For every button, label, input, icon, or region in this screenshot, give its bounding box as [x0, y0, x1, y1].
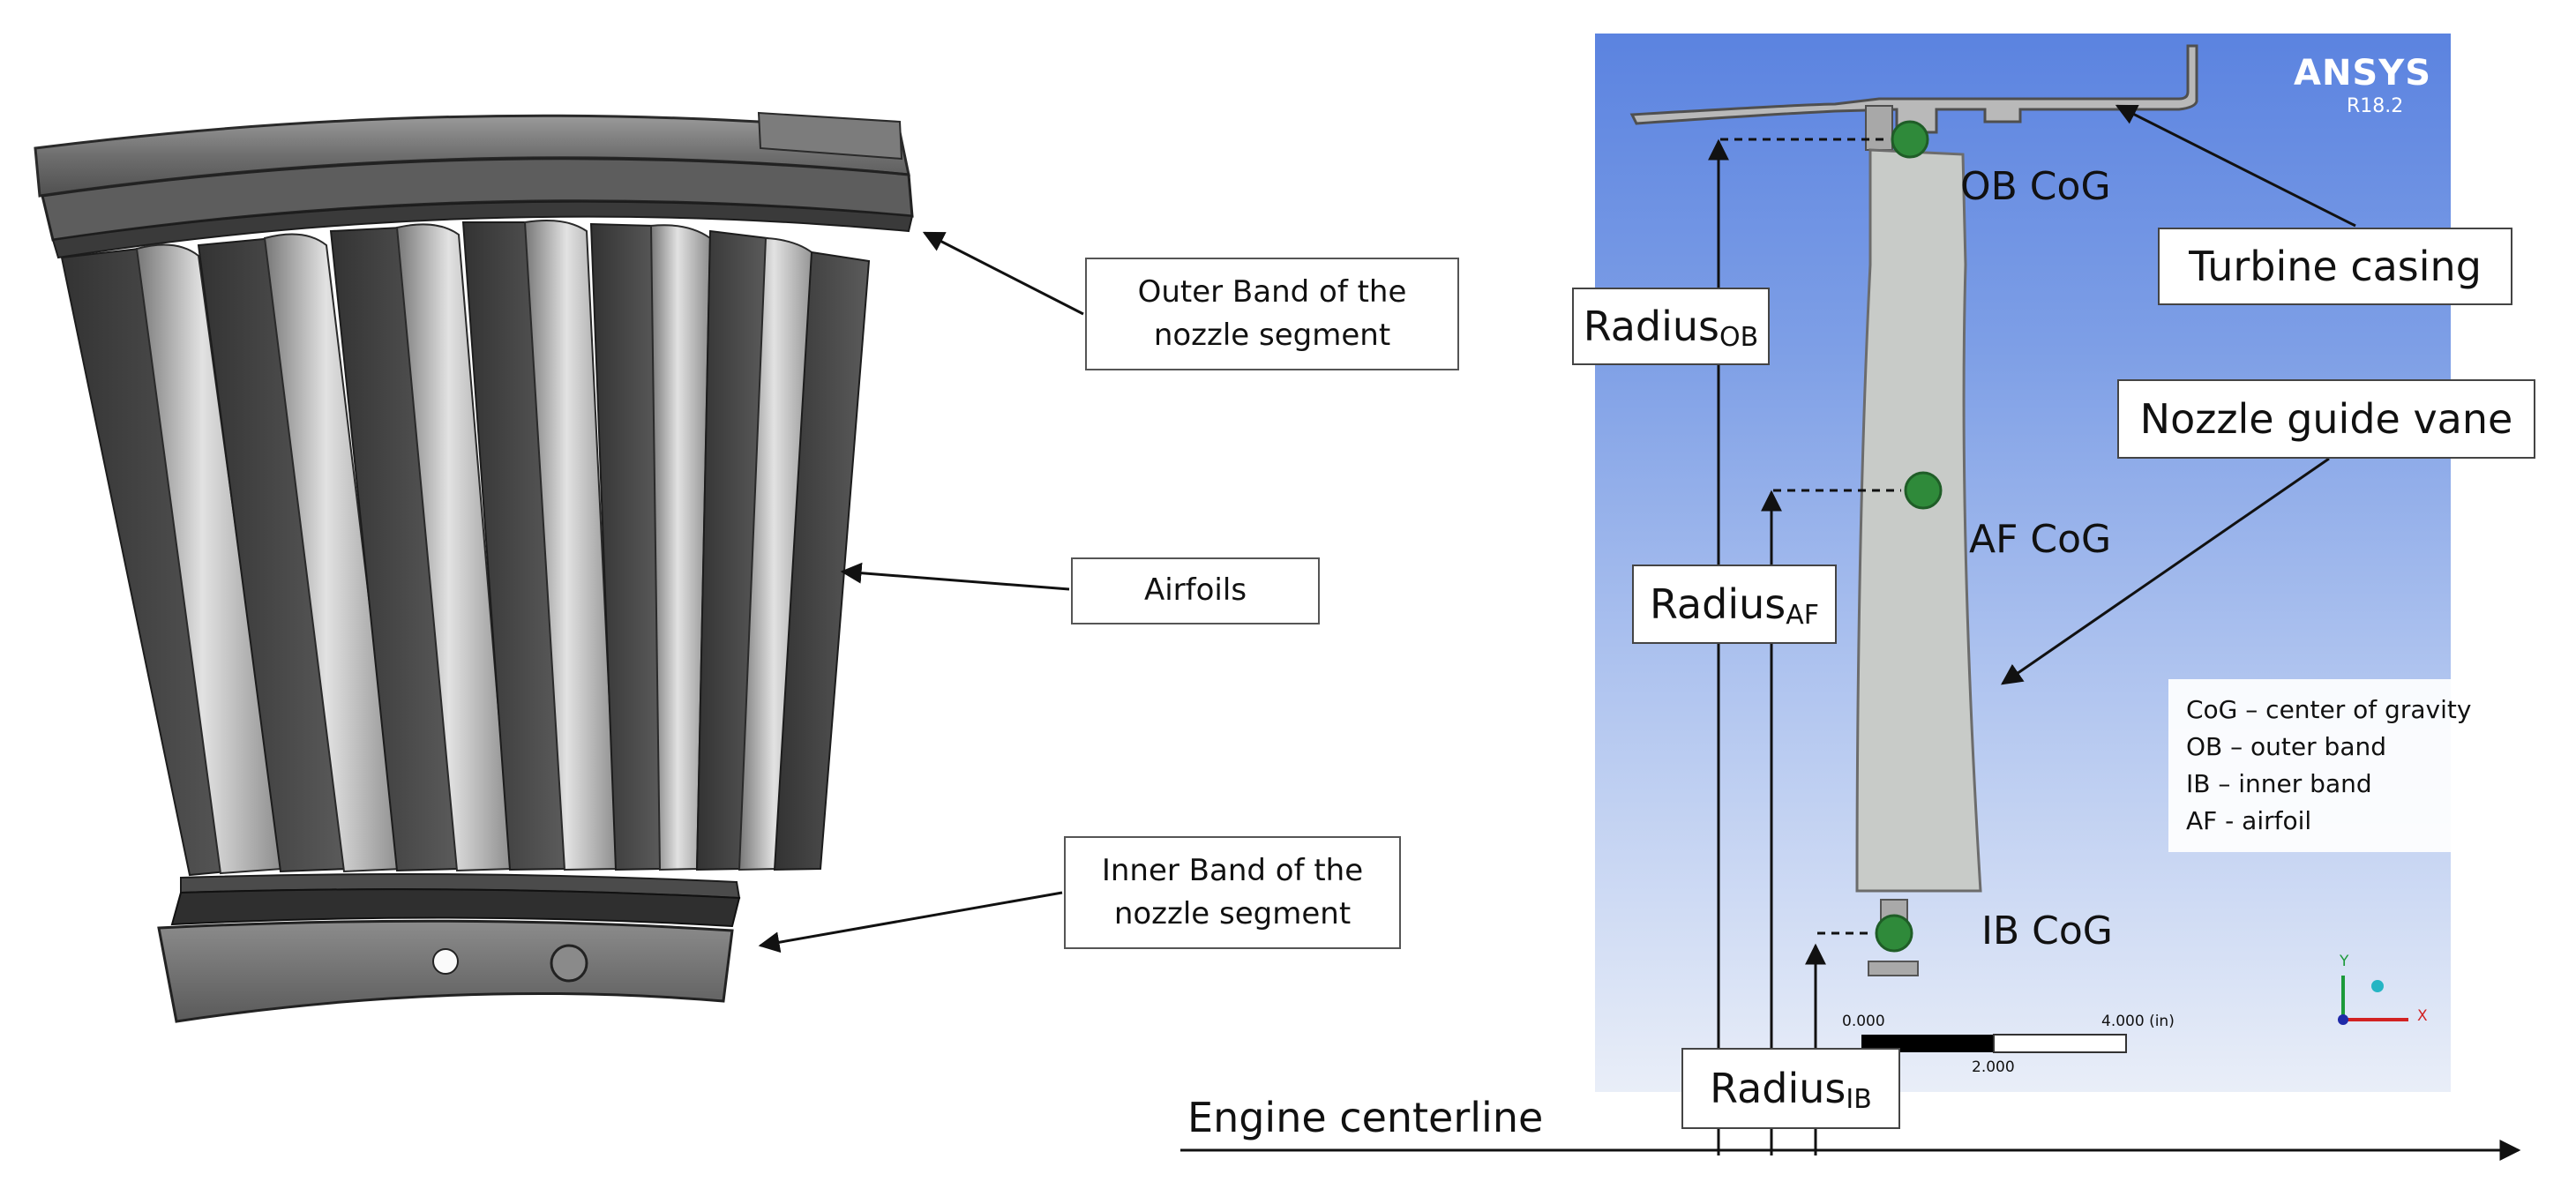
- inner-band-base: [1868, 961, 1919, 976]
- scale-end-label: 4.000 (in): [2101, 1013, 2175, 1030]
- legend-item: IB – inner band: [2186, 769, 2372, 798]
- ib-cog-marker: [1875, 914, 1913, 953]
- nozzle-segment-figure: [34, 111, 914, 1023]
- axis-triad: [2338, 976, 2408, 1025]
- abbreviation-legend: CoG – center of gravity OB – outer band …: [2168, 679, 2490, 852]
- turbine-casing-geometry: [1629, 44, 2198, 151]
- ansys-simulation-panel: [1595, 34, 2451, 1092]
- triad-x-label: X: [2417, 1007, 2428, 1025]
- inner-band: [157, 873, 741, 1023]
- scale-mid-label: 2.000: [1972, 1058, 2015, 1076]
- ob-cog-label: OB CoG: [1960, 164, 2111, 209]
- airfoil-vanes: [60, 220, 871, 877]
- outer-band-arrow: [922, 231, 1084, 316]
- airfoils-arrow: [840, 562, 1070, 591]
- ob-cog-marker: [1891, 120, 1929, 159]
- nozzle-guide-vane-arrow: [2001, 457, 2330, 685]
- legend-item: OB – outer band: [2186, 732, 2386, 761]
- turbine-casing-arrow: [2115, 104, 2356, 228]
- turbine-casing-callout: Turbine casing: [2158, 228, 2512, 305]
- af-cog-label: AF CoG: [1969, 517, 2112, 562]
- scale-bar: [1861, 1034, 2127, 1053]
- ansys-version: R18.2: [2347, 95, 2404, 117]
- triad-y-label: Y: [2340, 953, 2349, 970]
- scale-start-label: 0.000: [1842, 1013, 1885, 1030]
- ib-cog-label: IB CoG: [1981, 909, 2113, 953]
- ansys-logo: ANSYS: [2294, 53, 2432, 93]
- nozzle-guide-vane-callout: Nozzle guide vane: [2117, 379, 2535, 459]
- airfoils-callout: Airfoils: [1071, 557, 1320, 624]
- engine-centerline-label: Engine centerline: [1187, 1094, 1544, 1141]
- legend-item: CoG – center of gravity: [2186, 695, 2472, 724]
- inner-band-arrow: [758, 891, 1063, 953]
- outer-band: [34, 111, 914, 259]
- af-cog-marker: [1904, 471, 1943, 510]
- vane-body: [1855, 148, 1982, 893]
- legend-item: AF - airfoil: [2186, 806, 2312, 835]
